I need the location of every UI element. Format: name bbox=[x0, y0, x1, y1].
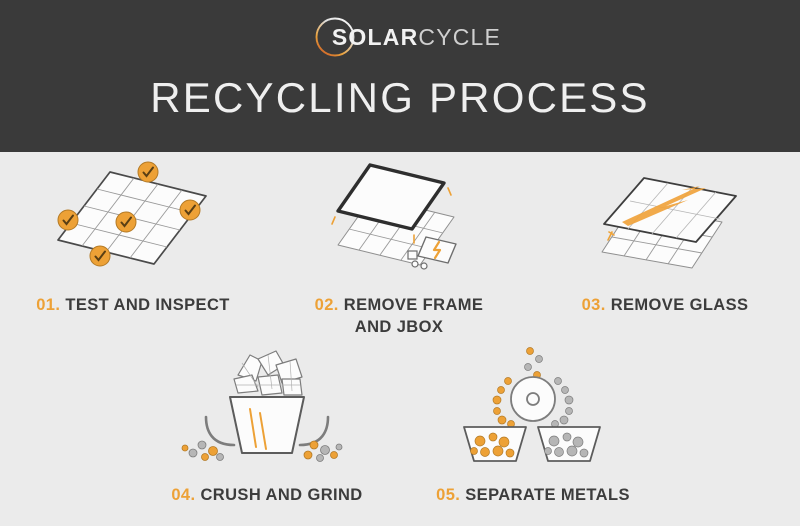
step-05-separate-metals: 05. SEPARATE METALS bbox=[400, 345, 666, 506]
crusher-hopper-with-granules-icon bbox=[181, 350, 343, 462]
page-title: RECYCLING PROCESS bbox=[150, 74, 650, 121]
step-02-remove-frame-and-jbox: 02. REMOVE FRAME AND JBOX bbox=[266, 160, 532, 339]
step-02-illustration bbox=[304, 160, 494, 280]
step-04-text: CRUSH AND GRIND bbox=[200, 486, 363, 504]
step-03-illustration bbox=[570, 160, 760, 280]
granules-left bbox=[181, 440, 224, 461]
logo-wordmark: SOLARCYCLE bbox=[299, 23, 502, 50]
panel-frame-and-junction-box-icon bbox=[331, 163, 457, 270]
step-04-label: 04. CRUSH AND GRIND bbox=[171, 484, 362, 506]
step-05-text: SEPARATE METALS bbox=[465, 486, 630, 504]
solarcycle-ring-logo-icon bbox=[315, 17, 355, 57]
step-02-text-line-2: AND JBOX bbox=[354, 318, 444, 337]
steps-row-top: 01. TEST AND INSPECT bbox=[0, 160, 800, 339]
step-02-text-line-1: REMOVE FRAME bbox=[343, 296, 484, 314]
step-03-label: 03. REMOVE GLASS bbox=[582, 294, 749, 316]
step-03-number: 03. bbox=[581, 296, 606, 314]
steps-row-bottom: 04. CRUSH AND GRIND bbox=[0, 345, 800, 506]
solarcycle-logo: SOLARCYCLE bbox=[299, 14, 501, 60]
step-02-label: 02. REMOVE FRAME AND JBOX bbox=[315, 294, 484, 339]
granule-stream-gray bbox=[551, 377, 574, 428]
panel-glass-sheet-removal-icon bbox=[601, 177, 737, 269]
step-01-number: 01. bbox=[36, 296, 61, 314]
step-02-number: 02. bbox=[314, 296, 339, 314]
bin-gray bbox=[537, 426, 601, 462]
step-03-text: REMOVE GLASS bbox=[610, 296, 749, 314]
granules-right bbox=[303, 440, 343, 462]
header-banner: SOLARCYCLE RECYCLING PROCESS bbox=[0, 0, 800, 152]
step-01-test-and-inspect: 01. TEST AND INSPECT bbox=[0, 160, 266, 339]
step-01-text: TEST AND INSPECT bbox=[65, 296, 230, 314]
step-04-illustration bbox=[172, 345, 362, 470]
separator-disc-with-two-bins-icon bbox=[463, 347, 601, 462]
logo-word-solar: SOLAR bbox=[331, 23, 419, 50]
bin-orange bbox=[463, 426, 527, 462]
granule-stream-orange bbox=[492, 377, 515, 428]
granules-falling bbox=[524, 347, 543, 379]
step-01-illustration bbox=[38, 160, 228, 280]
step-05-illustration bbox=[438, 345, 628, 470]
step-04-number: 04. bbox=[171, 486, 196, 504]
solar-panel-with-checkmarks-icon bbox=[57, 161, 207, 267]
step-05-number: 05. bbox=[436, 486, 461, 504]
step-04-crush-and-grind: 04. CRUSH AND GRIND bbox=[134, 345, 400, 506]
step-05-label: 05. SEPARATE METALS bbox=[436, 484, 630, 506]
logo-word-cycle: CYCLE bbox=[418, 23, 502, 50]
check-badges bbox=[57, 161, 201, 267]
step-03-remove-glass: 03. REMOVE GLASS bbox=[532, 160, 798, 339]
step-01-label: 01. TEST AND INSPECT bbox=[36, 294, 230, 316]
